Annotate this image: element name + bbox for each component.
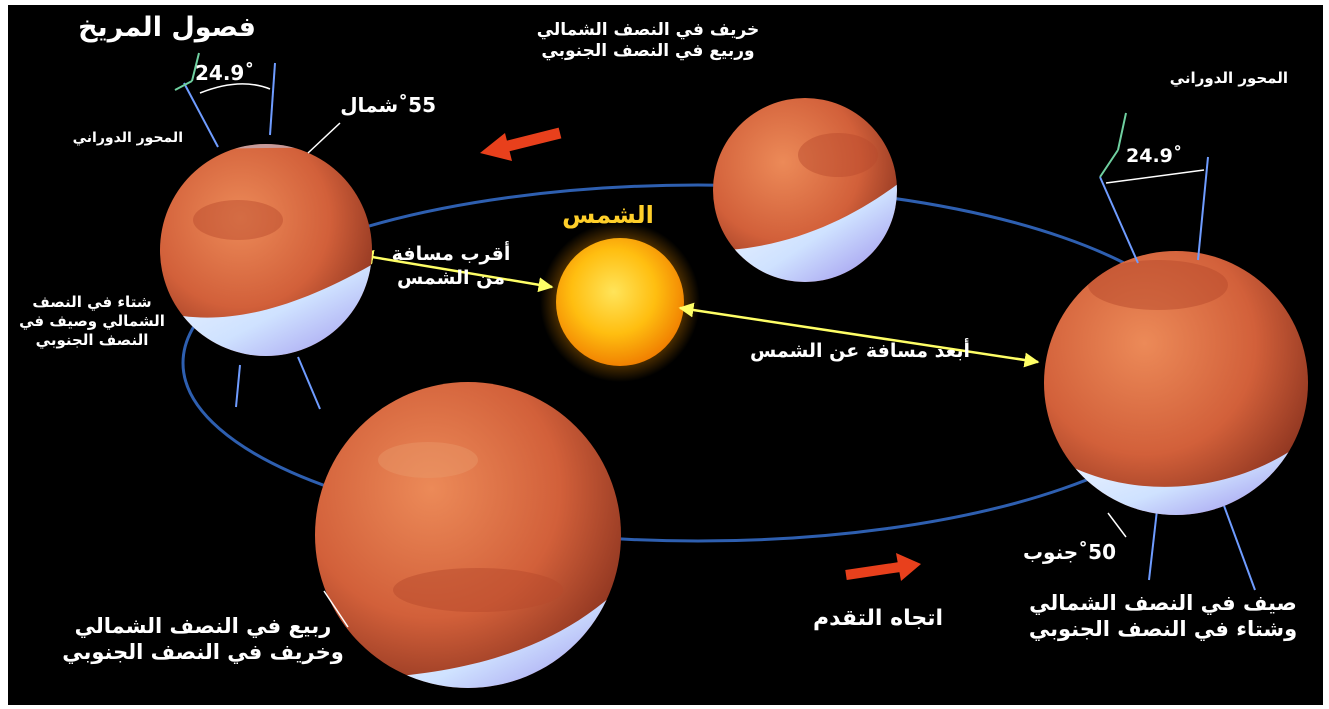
vertical-axis-line <box>269 62 276 136</box>
rotation-axis-line <box>1099 176 1139 264</box>
nearest-distance-line <box>358 249 554 293</box>
autumn-north-label: خريف في النصف الشمالي وربيع في النصف الج… <box>536 20 760 62</box>
winter-north-label: شتاء في النصف الشمالي وصيف في النصف الجن… <box>19 293 165 349</box>
arrow-left-icon <box>480 127 562 161</box>
vertical-axis-line <box>1197 156 1209 261</box>
mars-planet-icon <box>160 144 372 410</box>
axis-label-right: المحور الدوراني <box>1169 69 1288 87</box>
axis-label-left: المحور الدوراني <box>72 130 183 146</box>
farthest-distance-label: أبعد مسافة عن الشمس <box>749 340 971 362</box>
latitude-north-label: 55˚شمال <box>340 93 436 117</box>
farthest-distance-line <box>678 302 1040 368</box>
tilt-angle-left: 24.9˚ <box>195 61 255 85</box>
diagram-canvas <box>160 52 1308 688</box>
arrow-right-icon <box>845 553 921 581</box>
sun-label: الشمس <box>562 201 654 229</box>
latitude-south-label: 50˚جنوب <box>1022 540 1116 564</box>
mars-seasons-diagram: فصول المريخ الشمس المحور الدوراني المحور… <box>8 5 1323 705</box>
nearest-distance-label: أقرب مسافة من الشمس <box>391 243 511 289</box>
tilt-angle-right: 24.9˚ <box>1126 145 1183 167</box>
diagram-title: فصول المريخ <box>78 12 256 43</box>
direction-of-motion-label: اتجاه التقدم <box>812 606 943 631</box>
mars-planet-icon <box>713 98 897 282</box>
spring-north-label: ربيع في النصف الشمالي وخريف في النصف الج… <box>62 614 344 665</box>
sun-icon <box>540 222 700 382</box>
rotation-axis-line <box>183 82 219 148</box>
summer-north-label: صيف في النصف الشمالي وشتاء في النصف الجن… <box>1028 591 1298 642</box>
